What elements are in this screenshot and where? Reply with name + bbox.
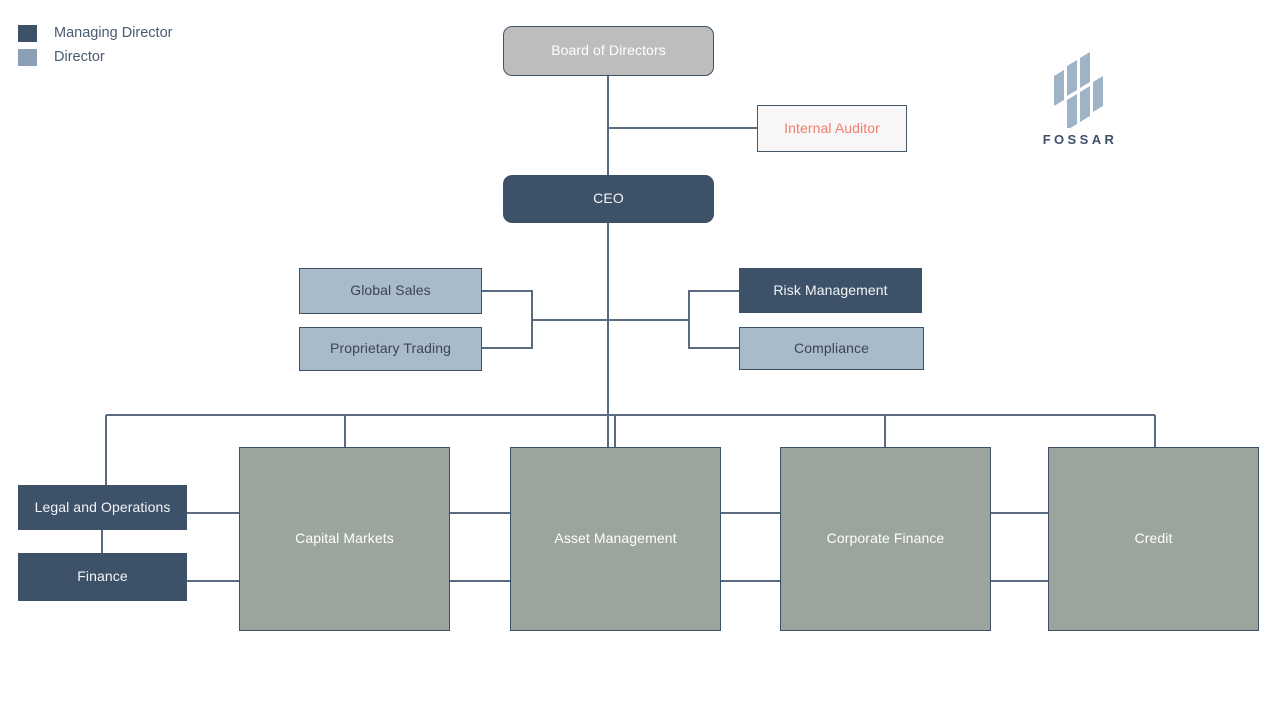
edge-right-bracket [687,289,739,350]
node-ceo[interactable]: CEO [503,175,714,223]
legend-swatch-director [18,48,37,66]
brand-logo: FOSSAR [1032,48,1128,152]
node-credit[interactable]: Credit [1048,447,1259,631]
node-internal-auditor[interactable]: Internal Auditor [757,105,907,152]
node-label-risk-management: Risk Management [773,281,888,298]
node-asset-management[interactable]: Asset Management [510,447,721,631]
node-risk-management[interactable]: Risk Management [739,268,922,313]
node-board-of-directors[interactable]: Board of Directors [503,26,714,76]
legend-item-director: Director [18,45,248,69]
node-label-ceo: CEO [593,190,624,207]
brand-wordmark: FOSSAR [1042,132,1118,147]
node-label-legal-and-operations: Legal and Operations [34,498,171,515]
node-label-finance: Finance [77,568,128,585]
node-global-sales[interactable]: Global Sales [299,268,482,314]
legend-item-managing-director: Managing Director [18,21,248,45]
node-label-compliance: Compliance [794,339,869,356]
node-legal-and-operations[interactable]: Legal and Operations [18,485,187,530]
node-label-capital-markets: Capital Markets [295,530,394,547]
node-label-asset-management: Asset Management [554,530,677,547]
legend: Managing Director Director [18,21,248,69]
edge-left-bracket [482,289,534,350]
node-compliance[interactable]: Compliance [739,327,924,370]
legend-label-director: Director [54,49,105,65]
node-label-corporate-finance: Corporate Finance [826,530,945,547]
legend-swatch-managing-director [18,24,37,42]
node-label-internal-auditor: Internal Auditor [784,119,880,136]
node-label-global-sales: Global Sales [350,282,431,299]
node-corporate-finance[interactable]: Corporate Finance [780,447,991,631]
node-capital-markets[interactable]: Capital Markets [239,447,450,631]
node-label-proprietary-trading: Proprietary Trading [330,340,451,357]
legend-label-managing-director: Managing Director [54,25,173,41]
node-label-board-of-directors: Board of Directors [551,42,666,59]
node-label-credit: Credit [1134,530,1173,547]
node-finance[interactable]: Finance [18,553,187,601]
node-proprietary-trading[interactable]: Proprietary Trading [299,327,482,371]
fossar-logo-icon [1054,52,1103,128]
